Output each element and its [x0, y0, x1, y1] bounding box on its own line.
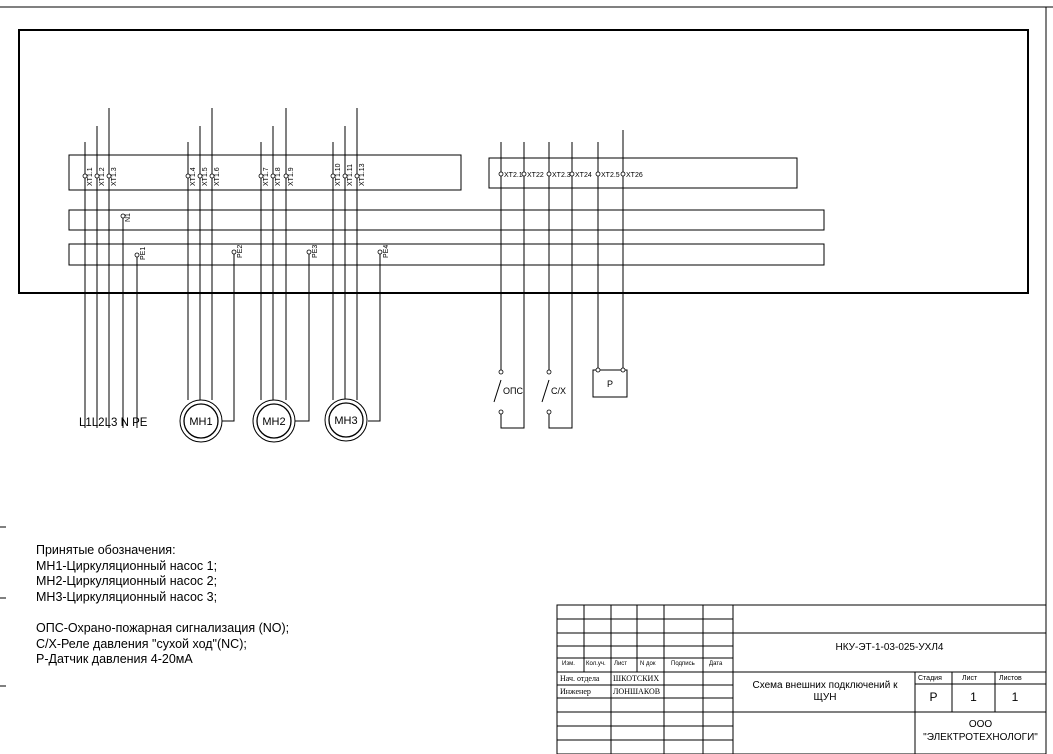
tb-doc-code: НКУ-ЭТ-1-03-025-УХЛ4 [835, 642, 944, 653]
wire-m1-pe [222, 254, 235, 422]
pe-terminal-label: PE3 [312, 245, 319, 258]
terminal-label: XT1.11 [347, 164, 354, 186]
terminal-label: XT1.1 [87, 167, 94, 186]
terminal-label: XT24 [575, 172, 592, 179]
tb-name: ШКОТСКИХ [613, 674, 660, 683]
neutral-terminal-label: N1 [125, 213, 132, 222]
tb-header-sign: Подпись [671, 661, 695, 667]
pressure-sensor-box [592, 369, 628, 398]
tb-doc-title: Схема внешних подключений к ЩУН [752, 680, 898, 703]
legend-title: Принятые обозначения: [36, 543, 176, 557]
tb-sheet: 1 [970, 690, 977, 704]
tb-name: ЛОНШАКОВ [613, 687, 661, 696]
motor-mh1-label: МН1 [189, 416, 212, 428]
terminal-label: XT1.4 [190, 167, 197, 186]
tb-company-line1: ООО [968, 719, 993, 730]
pe-bus [68, 243, 825, 266]
tb-header-date: Дата [709, 661, 723, 667]
terminal-strip-xt1 [68, 154, 462, 191]
tb-stage: Р [929, 690, 938, 704]
motor-mh2-inner [256, 403, 292, 439]
legend-item: МН3-Циркуляционный насос 3; [36, 589, 218, 604]
terminal-label: XT1.3 [111, 167, 118, 186]
tb-header-list: Лист [614, 661, 628, 667]
legend-item [36, 605, 289, 621]
tb-header-izm: Изм. [562, 661, 575, 667]
neutral-bus [68, 209, 825, 231]
legend-item: МН2-Циркуляционный насос 2; [36, 574, 218, 589]
terminal-strip-xt2 [488, 157, 798, 189]
pe-terminal-label: PE1 [140, 247, 147, 260]
terminal-label: XT1.2 [99, 167, 106, 186]
switch-ops-contact [493, 379, 502, 403]
terminal-label: XT2.3 [552, 172, 571, 179]
terminal-label: XT1.10 [335, 163, 342, 186]
motor-mh3-inner [328, 402, 364, 438]
legend: Принятые обозначения: МН1-Циркуляционный… [36, 543, 289, 668]
tb-sheets: 1 [1011, 690, 1019, 704]
terminal-label: XT2.1 [504, 172, 523, 179]
terminal-label: XT26 [626, 172, 643, 179]
motor-mh1-inner [183, 403, 219, 439]
terminal-label: XT1.13 [359, 163, 366, 186]
terminal-label: XT22 [527, 172, 544, 179]
tb-sheets-header: Листов [999, 675, 1022, 682]
terminal-label: XT1.5 [202, 167, 209, 186]
wire-m2-pe [295, 254, 310, 422]
tb-role: Инженер [560, 687, 591, 696]
title-block-frame [556, 604, 1047, 754]
supply-label: L1L2L3 N PE [79, 417, 148, 429]
pe-terminal-label: PE4 [383, 245, 390, 258]
tb-role: Нач. отдела [560, 674, 600, 683]
wire-m3-pe [368, 254, 381, 422]
terminal-label: XT1.8 [275, 167, 282, 186]
switch-sx-contact [541, 379, 550, 403]
tb-stage-header: Стадия [918, 675, 942, 682]
legend-item: ОПС-Охрано-пожарная сигнализация (NO); [36, 620, 290, 635]
terminal-label: XT2.5 [601, 172, 620, 179]
legend-item: С/Х-Реле давления "сухой ход"(NC); [36, 636, 247, 651]
tb-header-ndoc: N док [640, 661, 656, 667]
terminal-label: XT1.9 [288, 167, 295, 186]
motor-mh3-label: МН3 [334, 415, 357, 427]
pressure-sensor-label: Р [607, 379, 613, 389]
wire-ops-b [500, 142, 525, 429]
switch-sx-label: С/Х [551, 386, 566, 396]
terminal-label: XT1.6 [214, 167, 221, 186]
legend-item: Р-Датчик давления 4-20мА [36, 652, 193, 667]
terminal-label: XT1.7 [263, 167, 270, 186]
tb-company-line2: "ЭЛЕКТРОТЕХНОЛОГИ" [923, 732, 1038, 743]
switch-ops-label: ОПС [503, 386, 523, 396]
motor-mh2-label: МН2 [262, 416, 285, 428]
tb-sheet-header: Лист [962, 675, 978, 682]
legend-item: МН1-Циркуляционный насос 1; [36, 558, 218, 573]
pe-terminal-label: PE2 [237, 245, 244, 258]
tb-header-kol: Кол.уч. [586, 661, 606, 667]
wire-sx-b [548, 142, 573, 429]
